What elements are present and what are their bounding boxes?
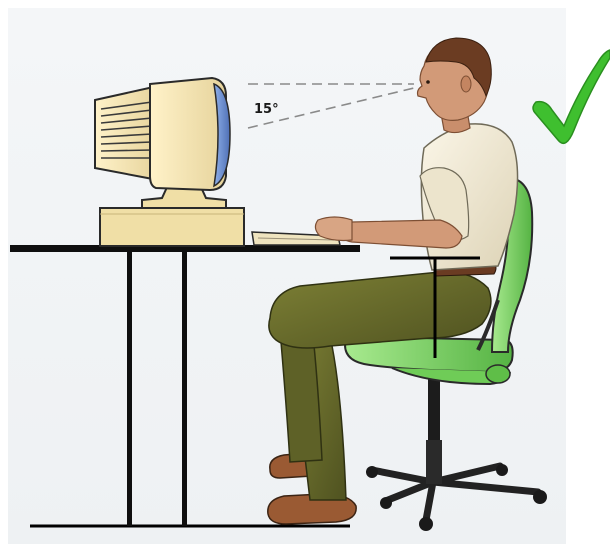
monitor-body [150,78,226,190]
desk-leg-left [127,252,132,526]
monitor-back [95,86,158,180]
hand [315,217,352,241]
viewing-angle-label: 15° [254,102,279,117]
desk-leg-right [182,252,187,526]
ear [461,76,471,92]
eye [426,80,430,84]
